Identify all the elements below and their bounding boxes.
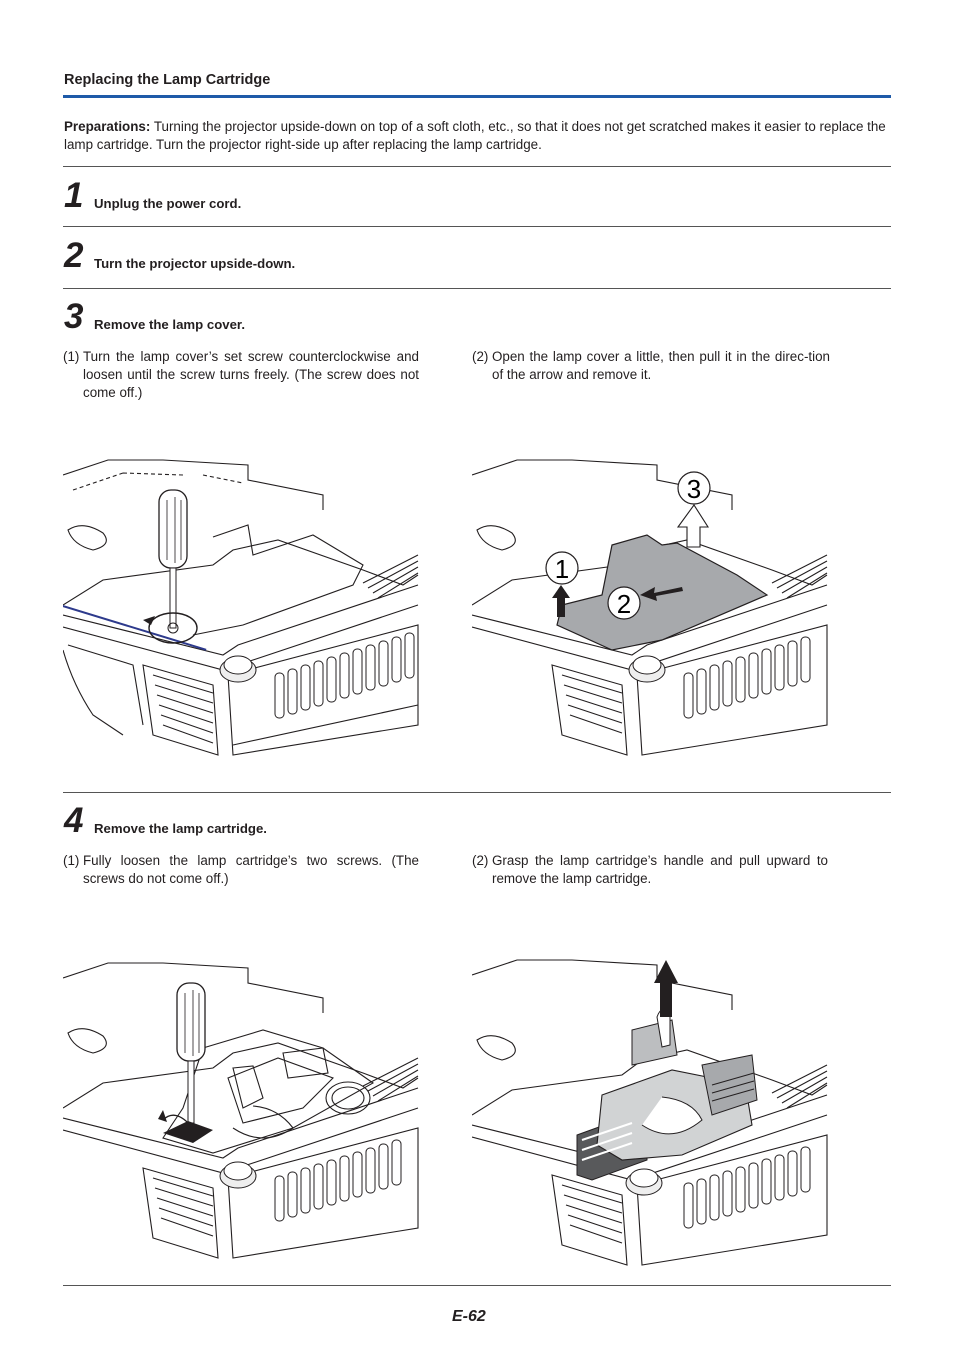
- figure-callout: 1: [555, 554, 569, 584]
- divider: [63, 1285, 891, 1286]
- step-number: 2: [64, 236, 84, 275]
- substep-label: (2): [472, 349, 489, 364]
- preparations-text: Turning the projector upside-down on top…: [64, 119, 886, 152]
- figure-remove-lamp-cover: 1 2 3: [472, 459, 828, 756]
- substep-text: Open the lamp cover a little, then pull …: [492, 349, 830, 382]
- figure-callout: 2: [617, 589, 631, 619]
- step-title: Unplug the power cord.: [94, 196, 242, 211]
- step-title: Turn the projector upside-down.: [94, 256, 296, 271]
- divider: [63, 792, 891, 793]
- page-number: E-62: [452, 1308, 486, 1325]
- substep: (2) Open the lamp cover a little, then p…: [472, 348, 830, 384]
- substep-label: (1): [63, 349, 80, 364]
- substep-text: Turn the lamp cover’s set screw counterc…: [83, 349, 419, 400]
- title-rule: [63, 95, 891, 98]
- preparations-label: Preparations:: [64, 119, 151, 134]
- figure-loosen-lamp-cover-screw: [63, 459, 419, 756]
- substep-text: Grasp the lamp cartridge’s handle and pu…: [492, 853, 828, 886]
- divider: [63, 166, 891, 167]
- step-number: 3: [64, 297, 84, 336]
- preparations-paragraph: Preparations: Turning the projector upsi…: [64, 118, 892, 154]
- substep: (1) Turn the lamp cover’s set screw coun…: [63, 348, 419, 402]
- substep: (2) Grasp the lamp cartridge’s handle an…: [472, 852, 828, 888]
- step-number: 4: [64, 801, 84, 840]
- substep-label: (1): [63, 853, 80, 868]
- divider: [63, 288, 891, 289]
- step-title: Remove the lamp cartridge.: [94, 821, 267, 836]
- substep-text: Fully loosen the lamp cartridge’s two sc…: [83, 853, 419, 886]
- step-number: 1: [64, 176, 84, 215]
- figure-callout: 3: [687, 474, 701, 504]
- step-title: Remove the lamp cover.: [94, 317, 245, 332]
- divider: [63, 226, 891, 227]
- figure-pull-lamp-cartridge: [472, 959, 828, 1266]
- substep-label: (2): [472, 853, 489, 868]
- substep: (1) Fully loosen the lamp cartridge’s tw…: [63, 852, 419, 888]
- section-title: Replacing the Lamp Cartridge: [64, 72, 271, 88]
- figure-loosen-cartridge-screws: [63, 962, 419, 1259]
